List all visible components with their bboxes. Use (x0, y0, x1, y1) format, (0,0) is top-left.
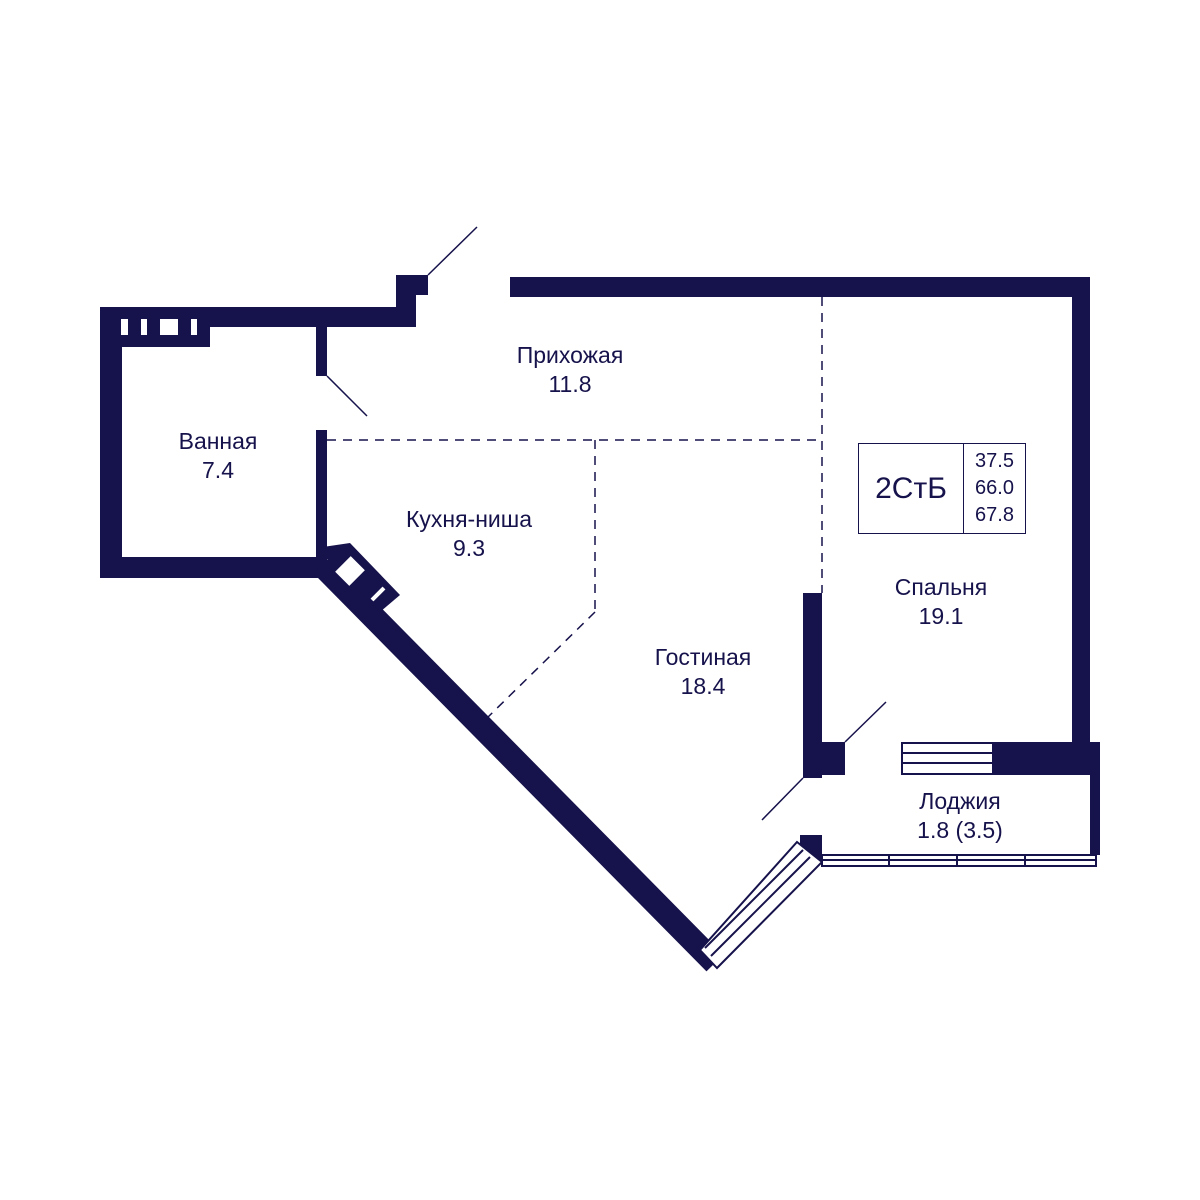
room-area: 7.4 (202, 457, 234, 483)
room-loggia: Лоджия 1.8 (3.5) (917, 787, 1003, 845)
apartment-areas: 37.5 66.0 67.8 (964, 444, 1025, 533)
room-name: Кухня-ниша (405, 506, 533, 532)
loggia-window (821, 742, 1097, 867)
room-living: Гостиная 18.4 (655, 643, 752, 701)
apartment-type: 2СтБ (859, 444, 964, 533)
room-kitchen: Кухня-ниша 9.3 (406, 505, 532, 563)
room-name: Спальня (894, 574, 988, 600)
zone-dividers (327, 297, 823, 719)
room-name: Лоджия (919, 788, 1001, 814)
diagonal-wall (313, 556, 724, 972)
room-area: 9.3 (453, 535, 485, 561)
room-hallway: Прихожая 11.8 (517, 341, 624, 399)
room-name: Прихожая (516, 342, 624, 368)
room-area: 18.4 (680, 673, 726, 699)
bath-vents (121, 319, 197, 335)
room-area: 19.1 (918, 603, 964, 629)
area-total: 66.0 (975, 477, 1014, 499)
room-name: Ванная (178, 428, 258, 454)
room-area: 1.8 (3.5) (917, 817, 1003, 843)
room-bathroom: Ванная 7.4 (179, 427, 258, 485)
room-area: 11.8 (548, 371, 592, 397)
door-swings (326, 226, 887, 821)
room-bedroom: Спальня 19.1 (895, 573, 987, 631)
walls (100, 275, 1100, 860)
area-living: 37.5 (975, 450, 1014, 472)
apartment-info-box: 2СтБ 37.5 66.0 67.8 (858, 443, 1026, 534)
area-total-with-loggia: 67.8 (975, 504, 1014, 526)
room-name: Гостиная (654, 644, 752, 670)
